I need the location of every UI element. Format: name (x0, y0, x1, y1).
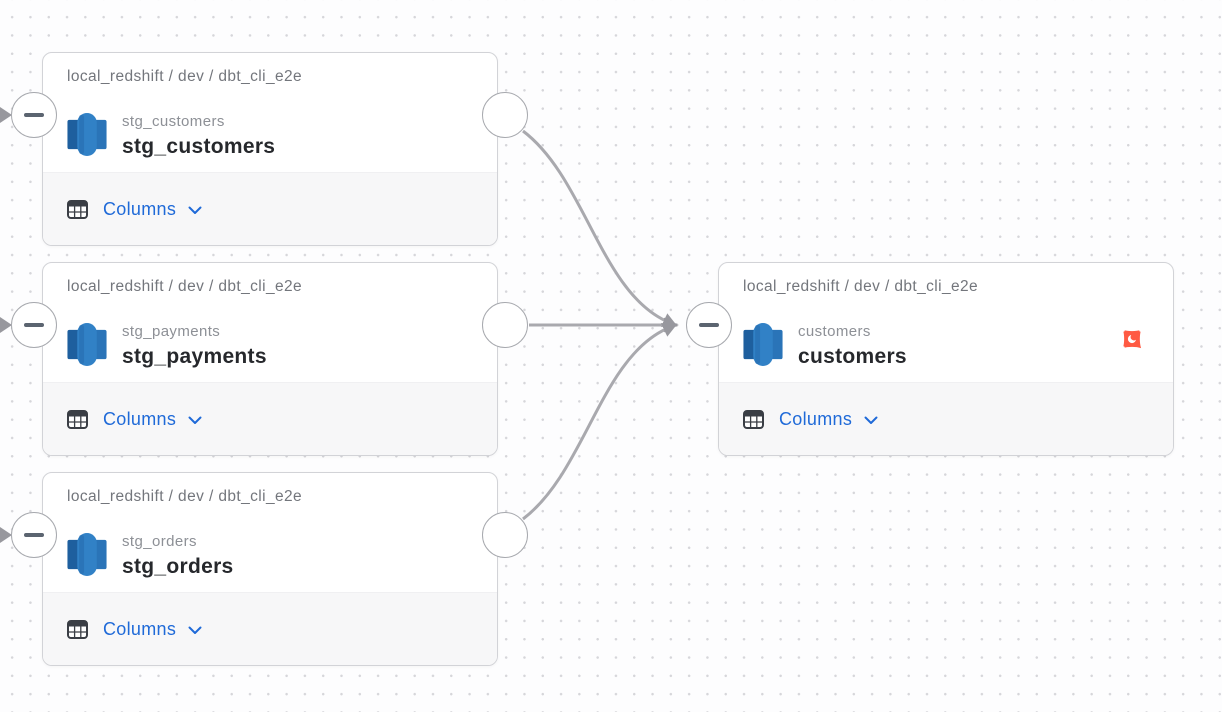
columns-grid-icon (67, 619, 88, 639)
chevron-down-icon (188, 626, 202, 635)
node-footer: Columns (43, 172, 497, 245)
entity-row: stg_customers stg_customers (67, 112, 441, 160)
breadcrumb: local_redshift / dev / dbt_cli_e2e (67, 68, 303, 85)
minus-icon (24, 533, 44, 537)
columns-label: Columns (103, 408, 177, 429)
node-footer: Columns (43, 382, 497, 455)
breadcrumb: local_redshift / dev / dbt_cli_e2e (67, 488, 303, 505)
incoming-edge-arrow-icon (0, 107, 12, 123)
upstream-collapse-port[interactable] (11, 92, 57, 138)
minus-icon (24, 113, 44, 117)
minus-icon (24, 323, 44, 327)
downstream-port[interactable] (482, 92, 528, 138)
node-name: stg_orders (122, 533, 197, 550)
node-display-name: customers (798, 345, 907, 368)
upstream-collapse-port[interactable] (11, 512, 57, 558)
edge-stg-orders-to-customers (522, 323, 678, 521)
incoming-edge-arrow-icon (0, 317, 12, 333)
entity-row: customers customers (743, 322, 1117, 370)
node-footer: Columns (43, 592, 497, 665)
node-display-name: stg_customers (122, 135, 276, 158)
node-name: stg_customers (122, 113, 225, 130)
columns-grid-icon (67, 199, 88, 219)
columns-label: Columns (103, 198, 177, 219)
upstream-collapse-port[interactable] (11, 302, 57, 348)
lineage-node-stg-payments[interactable]: local_redshift / dev / dbt_cli_e2e stg_p… (42, 262, 498, 456)
columns-label: Columns (779, 408, 853, 429)
node-display-name: stg_payments (122, 345, 267, 368)
lineage-node-stg-customers[interactable]: local_redshift / dev / dbt_cli_e2e stg_c… (42, 52, 498, 246)
edge-stg-customers-to-customers (522, 129, 678, 327)
columns-expand-button[interactable]: Columns (103, 619, 202, 640)
dbt-icon (1118, 325, 1146, 353)
lineage-node-stg-orders[interactable]: local_redshift / dev / dbt_cli_e2e stg_o… (42, 472, 498, 666)
chevron-down-icon (188, 206, 202, 215)
columns-expand-button[interactable]: Columns (103, 199, 202, 220)
node-footer: Columns (719, 382, 1173, 455)
incoming-edge-arrow-icon (0, 527, 12, 543)
minus-icon (699, 323, 719, 327)
columns-grid-icon (743, 409, 764, 429)
redshift-table-icon (743, 323, 783, 366)
redshift-table-icon (67, 533, 107, 576)
columns-expand-button[interactable]: Columns (779, 409, 878, 430)
redshift-table-icon (67, 113, 107, 156)
breadcrumb: local_redshift / dev / dbt_cli_e2e (743, 278, 979, 295)
columns-grid-icon (67, 409, 88, 429)
redshift-table-icon (67, 323, 107, 366)
columns-label: Columns (103, 618, 177, 639)
node-display-name: stg_orders (122, 555, 234, 578)
chevron-down-icon (188, 416, 202, 425)
lineage-node-customers[interactable]: local_redshift / dev / dbt_cli_e2e custo… (718, 262, 1174, 456)
entity-row: stg_orders stg_orders (67, 532, 441, 580)
entity-row: stg_payments stg_payments (67, 322, 441, 370)
node-name: stg_payments (122, 323, 221, 340)
breadcrumb: local_redshift / dev / dbt_cli_e2e (67, 278, 303, 295)
chevron-down-icon (864, 416, 878, 425)
downstream-port[interactable] (482, 302, 528, 348)
columns-expand-button[interactable]: Columns (103, 409, 202, 430)
node-name: customers (798, 323, 871, 340)
downstream-port[interactable] (482, 512, 528, 558)
upstream-collapse-port[interactable] (686, 302, 732, 348)
